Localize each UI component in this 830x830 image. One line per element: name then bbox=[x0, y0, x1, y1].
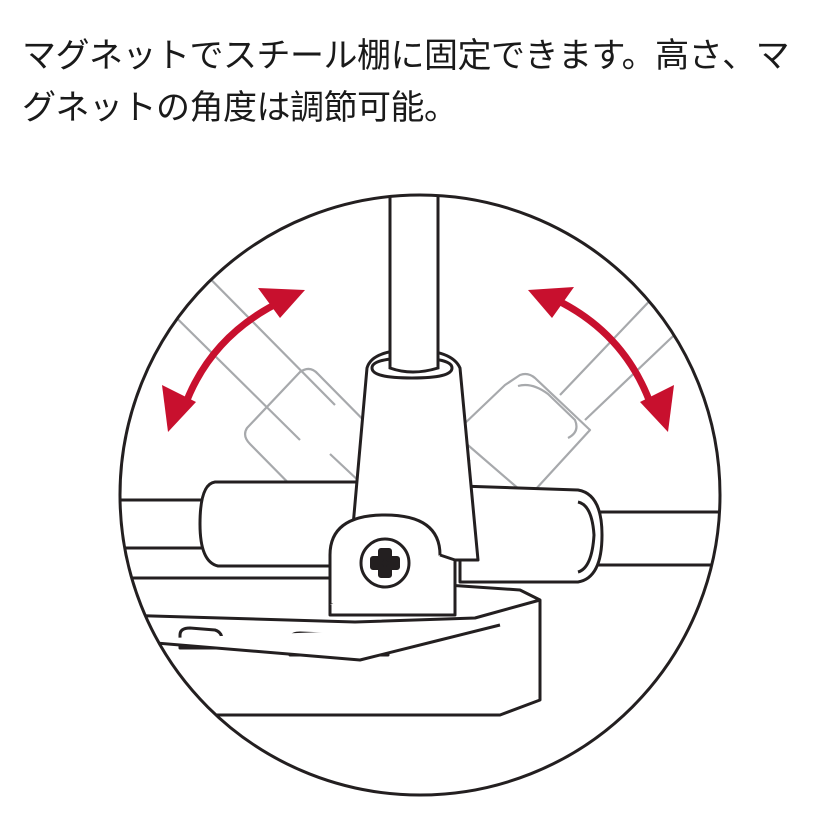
right-sleeve bbox=[458, 484, 604, 584]
double-arrow-right bbox=[544, 292, 656, 412]
detail-circle bbox=[118, 193, 722, 797]
vertical-pipe bbox=[388, 195, 440, 374]
screw-icon bbox=[359, 537, 411, 589]
ghost-pipe-left bbox=[120, 227, 397, 518]
arrow-head-left-bottom bbox=[162, 385, 196, 432]
arrow-head-right-bottom bbox=[640, 385, 674, 432]
detail-view bbox=[120, 195, 720, 717]
caption: マグネットでスチール棚に固定できます。高さ、マ グネットの角度は調節可能。 bbox=[22, 30, 812, 134]
arrow-head-left-top bbox=[258, 288, 305, 318]
double-arrow-left bbox=[180, 296, 288, 412]
caption-line-1: マグネットでスチール棚に固定できます。高さ、マ bbox=[22, 36, 790, 76]
arrow-head-right-top bbox=[528, 287, 574, 318]
right-pipe-end bbox=[577, 500, 596, 574]
caption-line-2: グネットの角度は調節可能。 bbox=[22, 88, 458, 128]
